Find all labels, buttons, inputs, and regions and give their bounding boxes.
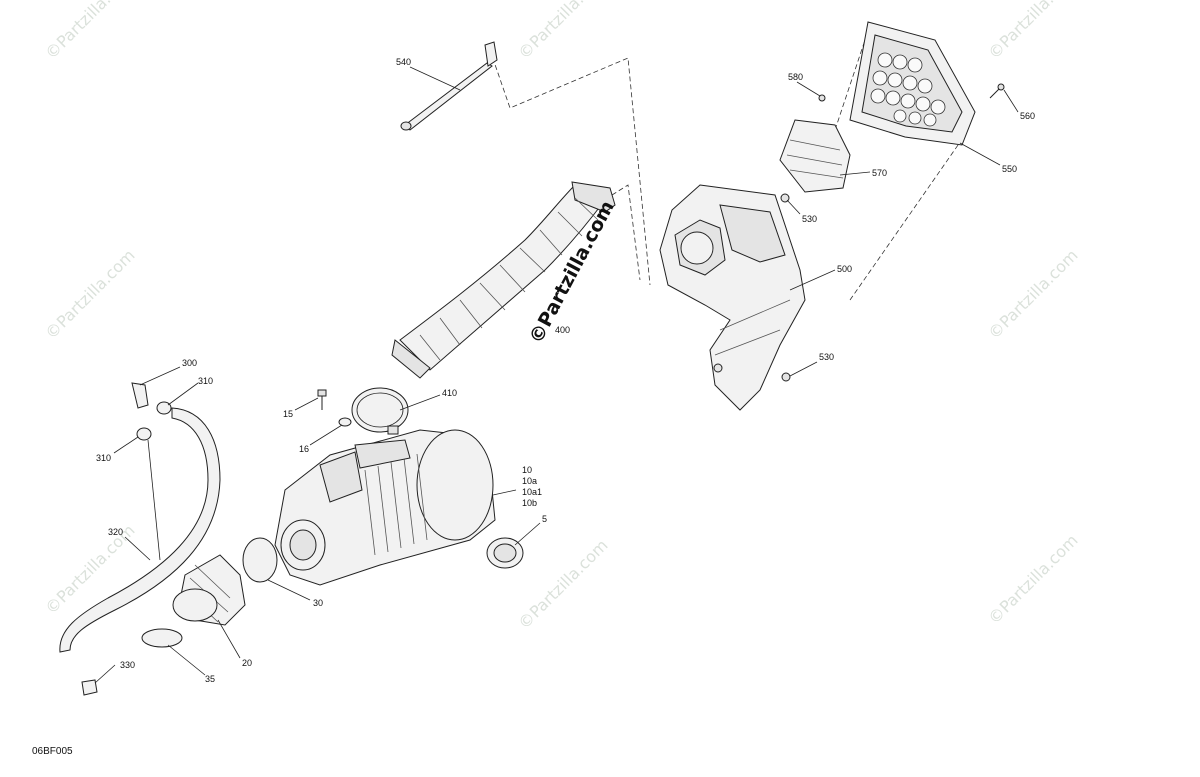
breather-hose-320	[59, 407, 221, 653]
watermark: ©Partzilla.com	[984, 531, 1081, 628]
callout-300: 300	[182, 358, 197, 368]
callout-530-upper: 530	[802, 214, 817, 224]
callout-550: 550	[1002, 164, 1017, 174]
callout-500: 500	[837, 264, 852, 274]
callout-570: 570	[872, 168, 887, 178]
adapter-20	[172, 554, 246, 626]
bracket-rod-540	[400, 41, 498, 131]
callout-20: 20	[242, 658, 252, 668]
callout-15: 15	[283, 409, 293, 419]
callout-10a: 10a	[522, 476, 537, 486]
callout-320: 320	[108, 527, 123, 537]
callout-530-lower: 530	[819, 352, 834, 362]
callout-310-lower: 310	[96, 453, 111, 463]
screw-560	[989, 83, 1005, 99]
callout-10b: 10b	[522, 498, 537, 508]
callout-10: 10	[522, 465, 532, 475]
air-filter-housing-10	[274, 429, 496, 586]
washer-16	[338, 417, 352, 427]
callout-labels: 540 580 560 550 570 530 500 530 400 410 …	[96, 57, 1035, 684]
leader-lines	[94, 66, 1019, 684]
watermark: ©Partzilla.com	[41, 0, 138, 63]
callout-330: 330	[120, 660, 135, 670]
clamp-30	[242, 537, 278, 583]
clamp-310-lower	[136, 427, 152, 441]
callout-400: 400	[555, 325, 570, 335]
drain-cap-5	[486, 537, 524, 569]
clamp-35	[141, 628, 183, 648]
callout-540: 540	[396, 57, 411, 67]
watermark: ©Partzilla.com	[514, 0, 611, 63]
callout-10a1: 10a1	[522, 487, 542, 497]
fitting-300	[131, 382, 149, 409]
duct-cover-570	[779, 119, 851, 193]
watermark: ©Partzilla.com	[984, 246, 1081, 343]
watermark: ©Partzilla.com	[514, 536, 611, 633]
watermark: ©Partzilla.com	[984, 0, 1081, 63]
callout-560: 560	[1020, 111, 1035, 121]
clamp-410	[351, 387, 409, 435]
filter-cover-550	[849, 21, 976, 146]
diagram-code: 06BF005	[32, 746, 73, 757]
callout-310-upper: 310	[198, 376, 213, 386]
callout-5: 5	[542, 514, 547, 524]
intake-hose-400	[391, 181, 616, 379]
drain-plug-330	[81, 679, 98, 696]
clamp-310-upper	[156, 401, 172, 415]
air-box-bracket-500	[659, 184, 806, 411]
hose-line-310	[147, 439, 161, 561]
callout-16: 16	[299, 444, 309, 454]
callout-580: 580	[788, 72, 803, 82]
callout-30: 30	[313, 598, 323, 608]
fastener-530-lower	[781, 372, 791, 382]
bolt-15	[317, 389, 327, 410]
fastener-580	[818, 94, 826, 102]
callout-35: 35	[205, 674, 215, 684]
callout-410: 410	[442, 388, 457, 398]
watermark: ©Partzilla.com	[41, 246, 138, 343]
